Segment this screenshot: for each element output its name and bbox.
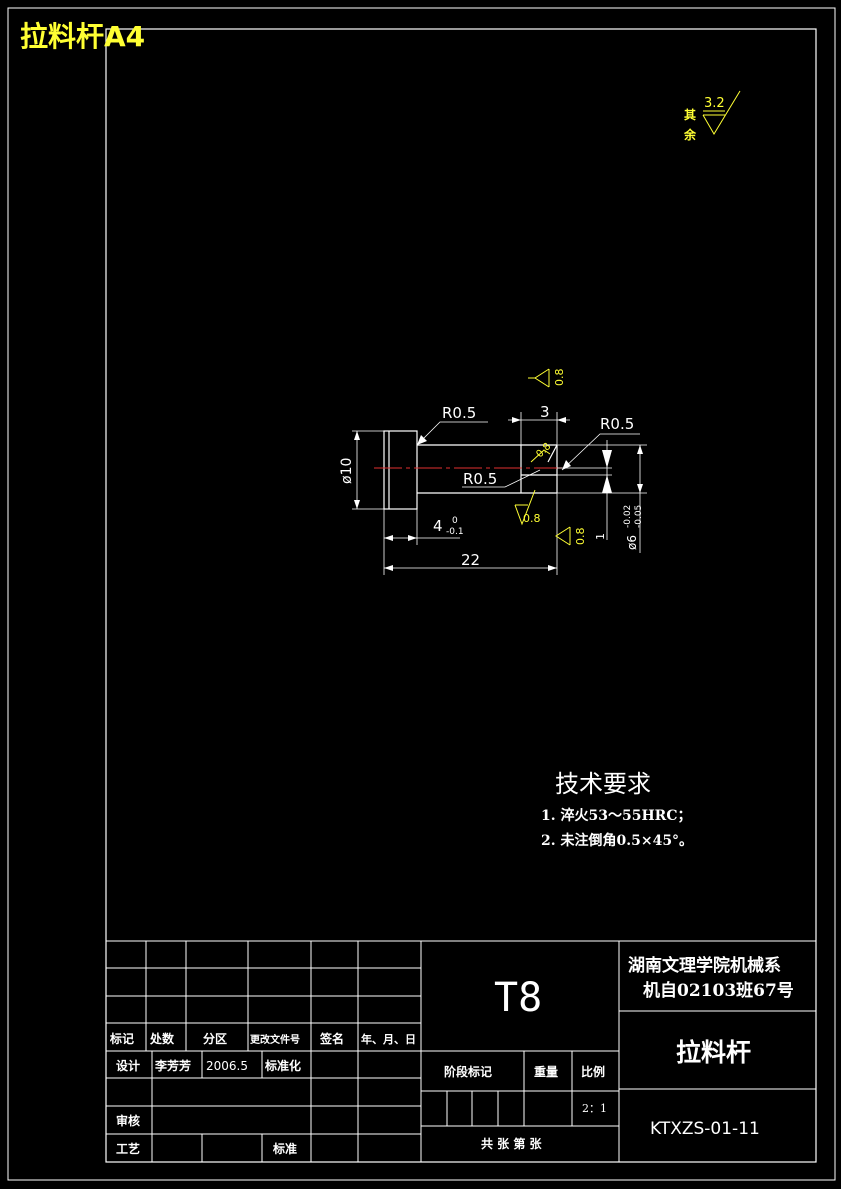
tb-part-name: 拉料杆: [676, 1038, 751, 1067]
tech-req-heading: 技术要求: [555, 770, 651, 798]
dim-shaft-dia-tol: -0.02: [623, 505, 633, 528]
dim-fillet-end: R0.5: [600, 415, 634, 433]
roughness-value-top: 0.8: [553, 369, 566, 387]
tb-design-label: 设计: [116, 1058, 140, 1073]
dim-head-len-tol-upper: 0: [452, 516, 458, 526]
tb-header-date: 年、月、日: [361, 1032, 416, 1046]
general-roughness-note-1: 其: [684, 107, 696, 122]
sheet-outer-border: [7, 7, 836, 1181]
dimension-arrows: [354, 417, 643, 571]
dim-length-end: 3: [540, 403, 550, 421]
tb-weight-label: 重量: [534, 1064, 558, 1079]
tb-scale-value: 2：1: [582, 1102, 607, 1115]
tech-req-item-1: 1. 淬火53～55HRC；: [541, 807, 691, 824]
tb-sheets-label: 共 张 第 张: [481, 1136, 543, 1151]
dim-head-dia: ø10: [339, 458, 355, 484]
dim-total-len: 22: [461, 551, 480, 569]
general-roughness-value: 3.2: [704, 96, 725, 111]
tb-school-line1: 湖南文理学院机械系: [628, 955, 781, 976]
tb-process-label: 工艺: [116, 1141, 140, 1156]
tb-school-line2: 机自02103班67号: [643, 980, 794, 1001]
dim-step-len: 1: [594, 533, 607, 540]
dim-shaft-dia-tol2: -0.05: [634, 505, 644, 528]
dim-head-len-tol-lower: -0.1: [446, 527, 464, 537]
tb-design-date: 2006.5: [206, 1059, 248, 1073]
tb-scale-label: 比例: [581, 1064, 605, 1079]
tb-header-zone: 分区: [203, 1031, 227, 1046]
part-roughness-symbols: [514, 368, 571, 546]
dim-fillet-head: R0.5: [442, 404, 476, 422]
tech-req-item-2: 2. 未注倒角0.5×45°。: [541, 832, 693, 849]
title-block-grid: [105, 940, 817, 1163]
tb-review-label: 审核: [116, 1113, 140, 1128]
tb-material: T8: [494, 975, 542, 1021]
dim-fillet-mid: R0.5: [463, 470, 497, 488]
tb-stage-label: 阶段标记: [444, 1064, 492, 1079]
tb-header-sign: 签名: [319, 1031, 344, 1046]
tb-header-doc: 更改文件号: [250, 1033, 300, 1046]
tb-header-count: 处数: [149, 1031, 175, 1046]
general-roughness-symbol: [702, 90, 741, 135]
tb-header-mark: 标记: [109, 1031, 134, 1046]
roughness-value-end: 0.8: [574, 528, 587, 546]
roughness-value-bottom: 0.8: [523, 512, 541, 525]
tb-approve-label: 标准: [272, 1141, 297, 1156]
sheet-title: 拉料杆A4: [20, 20, 145, 53]
tb-drawing-no: KTXZS-01-11: [650, 1119, 760, 1139]
dim-head-len: 4: [433, 517, 443, 535]
dim-shaft-dia: ø6: [625, 535, 639, 550]
general-roughness-note-2: 余: [683, 127, 697, 142]
tb-standardization-label: 标准化: [264, 1058, 301, 1073]
tb-designer: 李芳芳: [154, 1058, 191, 1073]
